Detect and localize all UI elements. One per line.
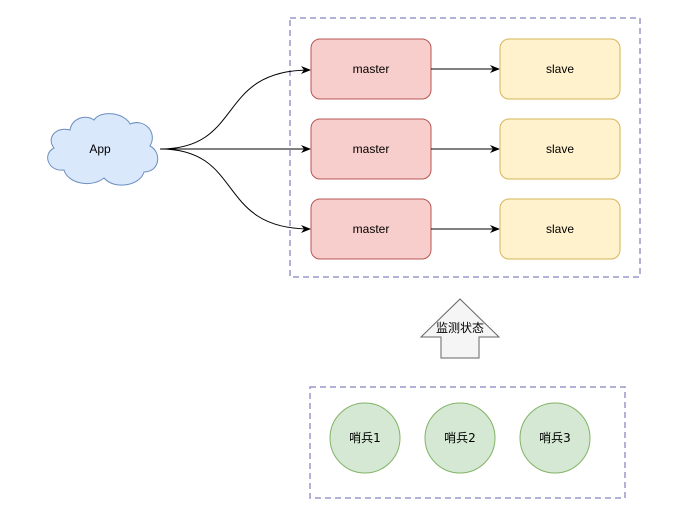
master-label-2: master bbox=[353, 142, 390, 156]
monitor-arrow: 监测状态 bbox=[419, 298, 501, 359]
slave-node-1 bbox=[499, 38, 621, 100]
replication-pair-1: master slave bbox=[310, 38, 621, 100]
master-label-1: master bbox=[353, 62, 390, 76]
cloud-shape bbox=[47, 113, 159, 186]
replication-group-border bbox=[289, 17, 641, 278]
app-cloud: App bbox=[47, 113, 159, 186]
replication-pair-3: master slave bbox=[310, 198, 621, 260]
slave-label-1: slave bbox=[546, 62, 574, 76]
edge-app-master-1 bbox=[159, 66, 311, 150]
app-label: App bbox=[89, 142, 111, 156]
sentinel-node-3: 哨兵3 bbox=[519, 402, 591, 474]
slave-label-3: slave bbox=[546, 222, 574, 236]
sentinel-label-2: 哨兵2 bbox=[444, 430, 476, 445]
monitor-arrow-label: 监测状态 bbox=[436, 321, 484, 335]
slave-node-3 bbox=[499, 198, 621, 260]
replication-pair-2: master slave bbox=[310, 118, 621, 180]
sentinel-circle-3 bbox=[519, 402, 591, 474]
sentinel-label-1: 哨兵1 bbox=[349, 430, 381, 445]
app-edges bbox=[159, 66, 311, 233]
sentinel-label-3: 哨兵3 bbox=[539, 430, 571, 445]
sentinel-node-1: 哨兵1 bbox=[329, 402, 401, 474]
sentinel-node-2: 哨兵2 bbox=[424, 402, 496, 474]
sentinel-group-border bbox=[309, 386, 626, 499]
master-label-3: master bbox=[353, 222, 390, 236]
edge-app-master-3 bbox=[159, 148, 311, 233]
sentinel-circle-1 bbox=[329, 402, 401, 474]
sentinel-circle-2 bbox=[424, 402, 496, 474]
slave-node-2 bbox=[499, 118, 621, 180]
up-arrow-shape bbox=[419, 298, 501, 359]
slave-label-2: slave bbox=[546, 142, 574, 156]
